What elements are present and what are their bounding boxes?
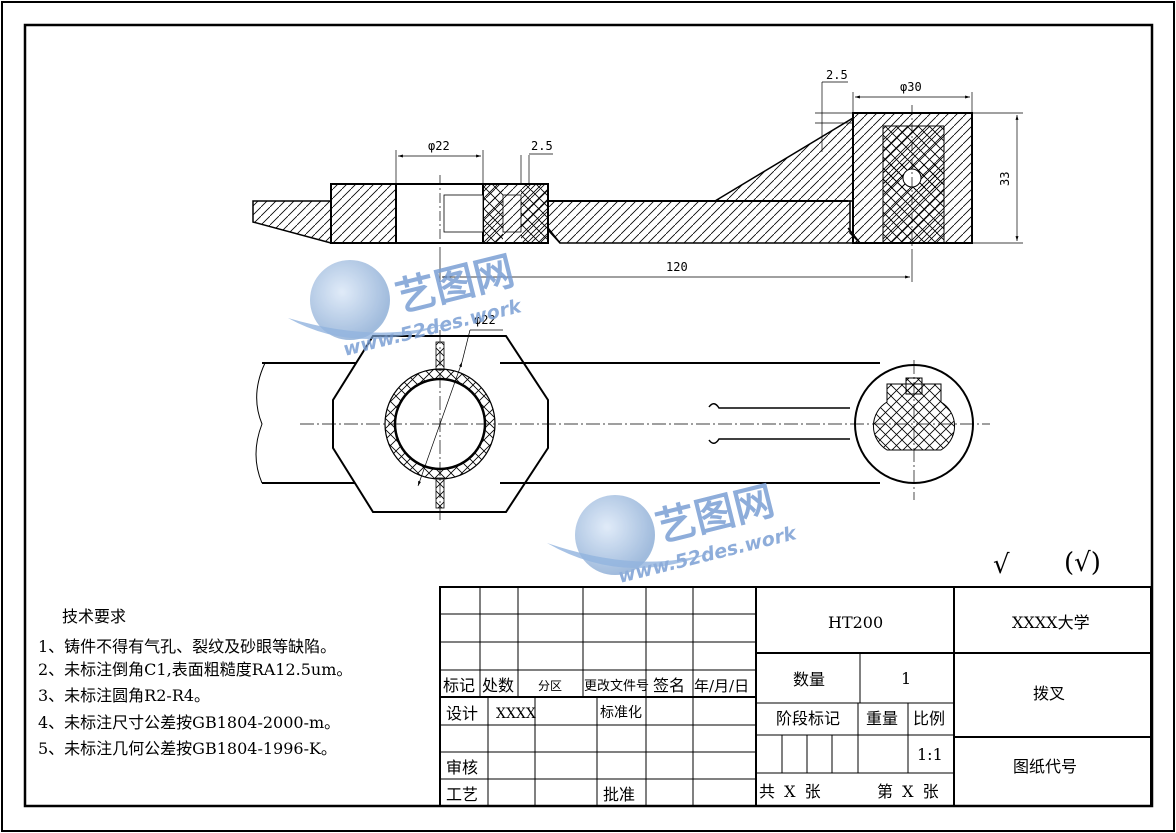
rev-header-count: 处数: [482, 676, 514, 695]
dim-length-120: 120: [666, 260, 688, 274]
tech-req-title: 技术要求: [62, 607, 126, 626]
front-section-view: [252, 105, 973, 250]
review-label: 审核: [446, 758, 478, 777]
tech-req-item: 3、未标注圆角R2-R4。: [38, 686, 210, 705]
rev-header-date: 年/月/日: [694, 677, 749, 695]
rev-header-sign: 签名: [653, 676, 685, 695]
total-sheets: 共 X 张: [759, 782, 823, 801]
dim-phi30: φ30: [900, 80, 922, 94]
rev-header-mark: 标记: [443, 676, 475, 695]
company-name: XXXX大学: [1012, 613, 1090, 632]
front-view-dimensions: [395, 81, 1023, 282]
part-name: 拨叉: [1033, 684, 1065, 703]
plan-view: [255, 329, 990, 520]
title-block-text: 标记 处数 分区 更改文件号 签名 年/月/日 设计 XXXX 标准化 审核 工…: [443, 613, 1090, 804]
watermark-bottom: 艺图网 www.52des.work: [547, 478, 800, 588]
material: HT200: [828, 613, 883, 632]
tech-req-item: 4、未标注尺寸公差按GB1804-2000-m。: [38, 713, 340, 732]
dim-phi22-plan: φ22: [474, 313, 496, 327]
standardize-label: 标准化: [600, 705, 642, 721]
designer-name: XXXX: [496, 706, 536, 722]
scale-value: 1:1: [917, 745, 943, 764]
dim-height-33: 33: [998, 172, 1012, 186]
sheet-number: 第 X 张: [877, 782, 941, 801]
process-label: 工艺: [446, 785, 478, 804]
dim-chamfer-left: 2.5: [531, 139, 553, 153]
technical-requirements: 技术要求 1、铸件不得有气孔、裂纹及砂眼等缺陷。 2、未标注倒角C1,表面粗糙度…: [38, 607, 352, 758]
stage-mark-label: 阶段标记: [776, 709, 840, 728]
surface-finish-bracketed: (√): [1064, 548, 1101, 578]
dim-chamfer-right: 2.5: [826, 68, 848, 82]
scale-label: 比例: [913, 709, 945, 728]
surface-finish-symbol: √: [993, 550, 1010, 580]
drawing-code: 图纸代号: [1013, 757, 1077, 776]
approve-label: 批准: [603, 785, 635, 804]
dim-phi22-top: φ22: [428, 139, 450, 153]
tech-req-item: 1、铸件不得有气孔、裂纹及砂眼等缺陷。: [38, 637, 336, 656]
tech-req-item: 5、未标注几何公差按GB1804-1996-K。: [38, 739, 337, 758]
design-label: 设计: [446, 704, 478, 723]
title-block: [439, 586, 1152, 807]
rev-header-doc: 更改文件号: [584, 679, 649, 694]
rev-header-zone: 分区: [538, 679, 562, 693]
quantity-label: 数量: [793, 670, 825, 689]
tech-req-item: 2、未标注倒角C1,表面粗糙度RA12.5um。: [38, 660, 352, 679]
quantity-value: 1: [901, 669, 911, 688]
weight-label: 重量: [866, 709, 898, 728]
